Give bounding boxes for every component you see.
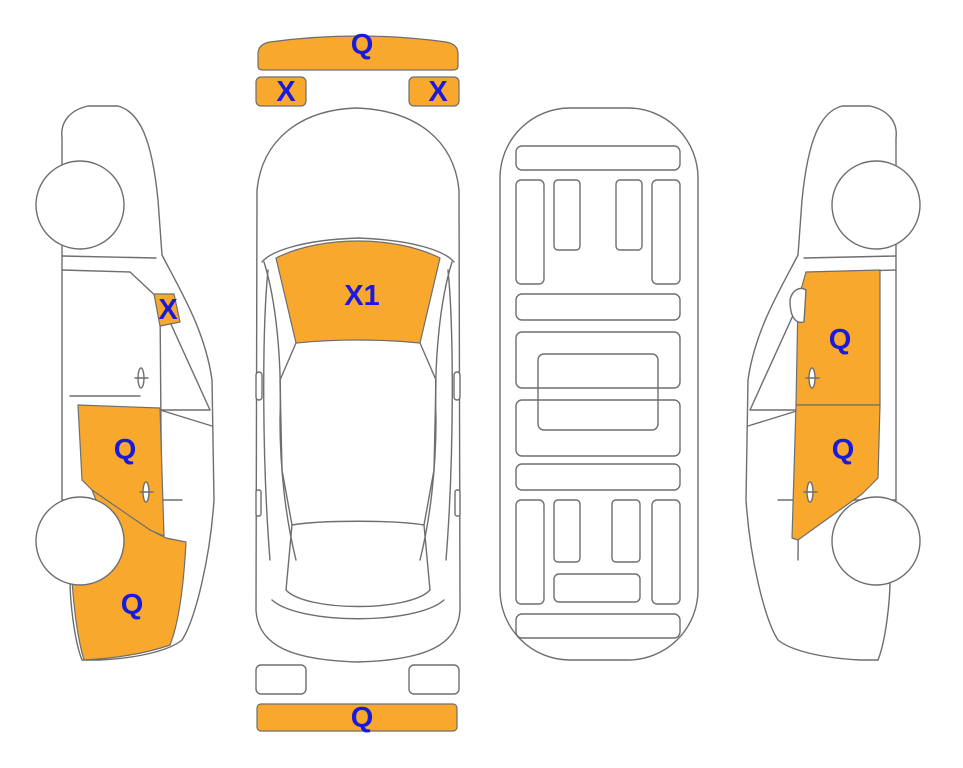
right-mirror [789,287,807,324]
right-a-pillar-line [419,342,437,526]
left-mirror-mark: X [158,294,178,326]
underbody-outline [499,107,699,661]
left-side-body-outline [61,105,215,661]
rear-bumper-panel[interactable] [256,703,458,732]
car-top-view: X1 [255,107,461,663]
left-a-pillar-line [279,342,297,526]
left-rear-wheel [35,496,125,586]
front-bumper-mark: Q [351,29,374,61]
right-door-line [445,269,453,561]
left-side-line [263,261,297,561]
right-front-wheel [831,160,921,250]
right-quarter-window [749,299,801,411]
headlight-right-panel[interactable] [408,76,460,107]
hood-line [261,237,455,263]
right-rear-wheel [831,496,921,586]
top-view-body-outline [255,107,461,663]
left-rear-quarter-mark: Q [121,589,144,621]
left-mirror-panel[interactable] [153,293,181,327]
car-left-side: Q Q X [35,105,215,661]
left-door-handles [134,367,154,503]
windshield-panel[interactable] [275,240,441,344]
windshield-mark: X1 [344,280,379,312]
right-rear-door-panel[interactable] [791,404,881,541]
rear-bumper-mark: Q [351,702,374,734]
left-belt-line [159,409,213,427]
headlight-left-panel[interactable] [255,76,307,107]
left-handle-top [255,489,262,517]
headlight-left-mark: X [276,76,296,108]
right-door-handles [803,367,820,503]
front-parts: Q X X [255,29,460,108]
right-rear-door-mark: Q [832,434,855,466]
rear-parts: Q [255,664,460,734]
right-side-body-outline [745,105,897,661]
taillight-left[interactable] [255,664,307,695]
right-front-door-mark: Q [829,324,852,356]
front-bumper-panel[interactable] [257,35,459,71]
car-right-side: Q Q [745,105,921,661]
taillight-right[interactable] [408,664,460,695]
left-door-line [263,269,271,561]
right-side-line [419,261,453,561]
headlight-right-mark: X [428,76,448,108]
rear-window [285,520,431,608]
left-mirror-top [255,371,263,401]
left-front-wheel [35,160,125,250]
right-mirror-top [453,371,461,401]
trunk-line [271,599,445,620]
right-roof-line [803,255,897,259]
car-underbody [499,107,699,661]
right-handle-top [454,489,461,517]
right-belt-line [747,409,801,427]
left-roof-line [61,255,157,259]
left-rear-door-mark: Q [114,434,137,466]
left-quarter-window [159,299,211,411]
